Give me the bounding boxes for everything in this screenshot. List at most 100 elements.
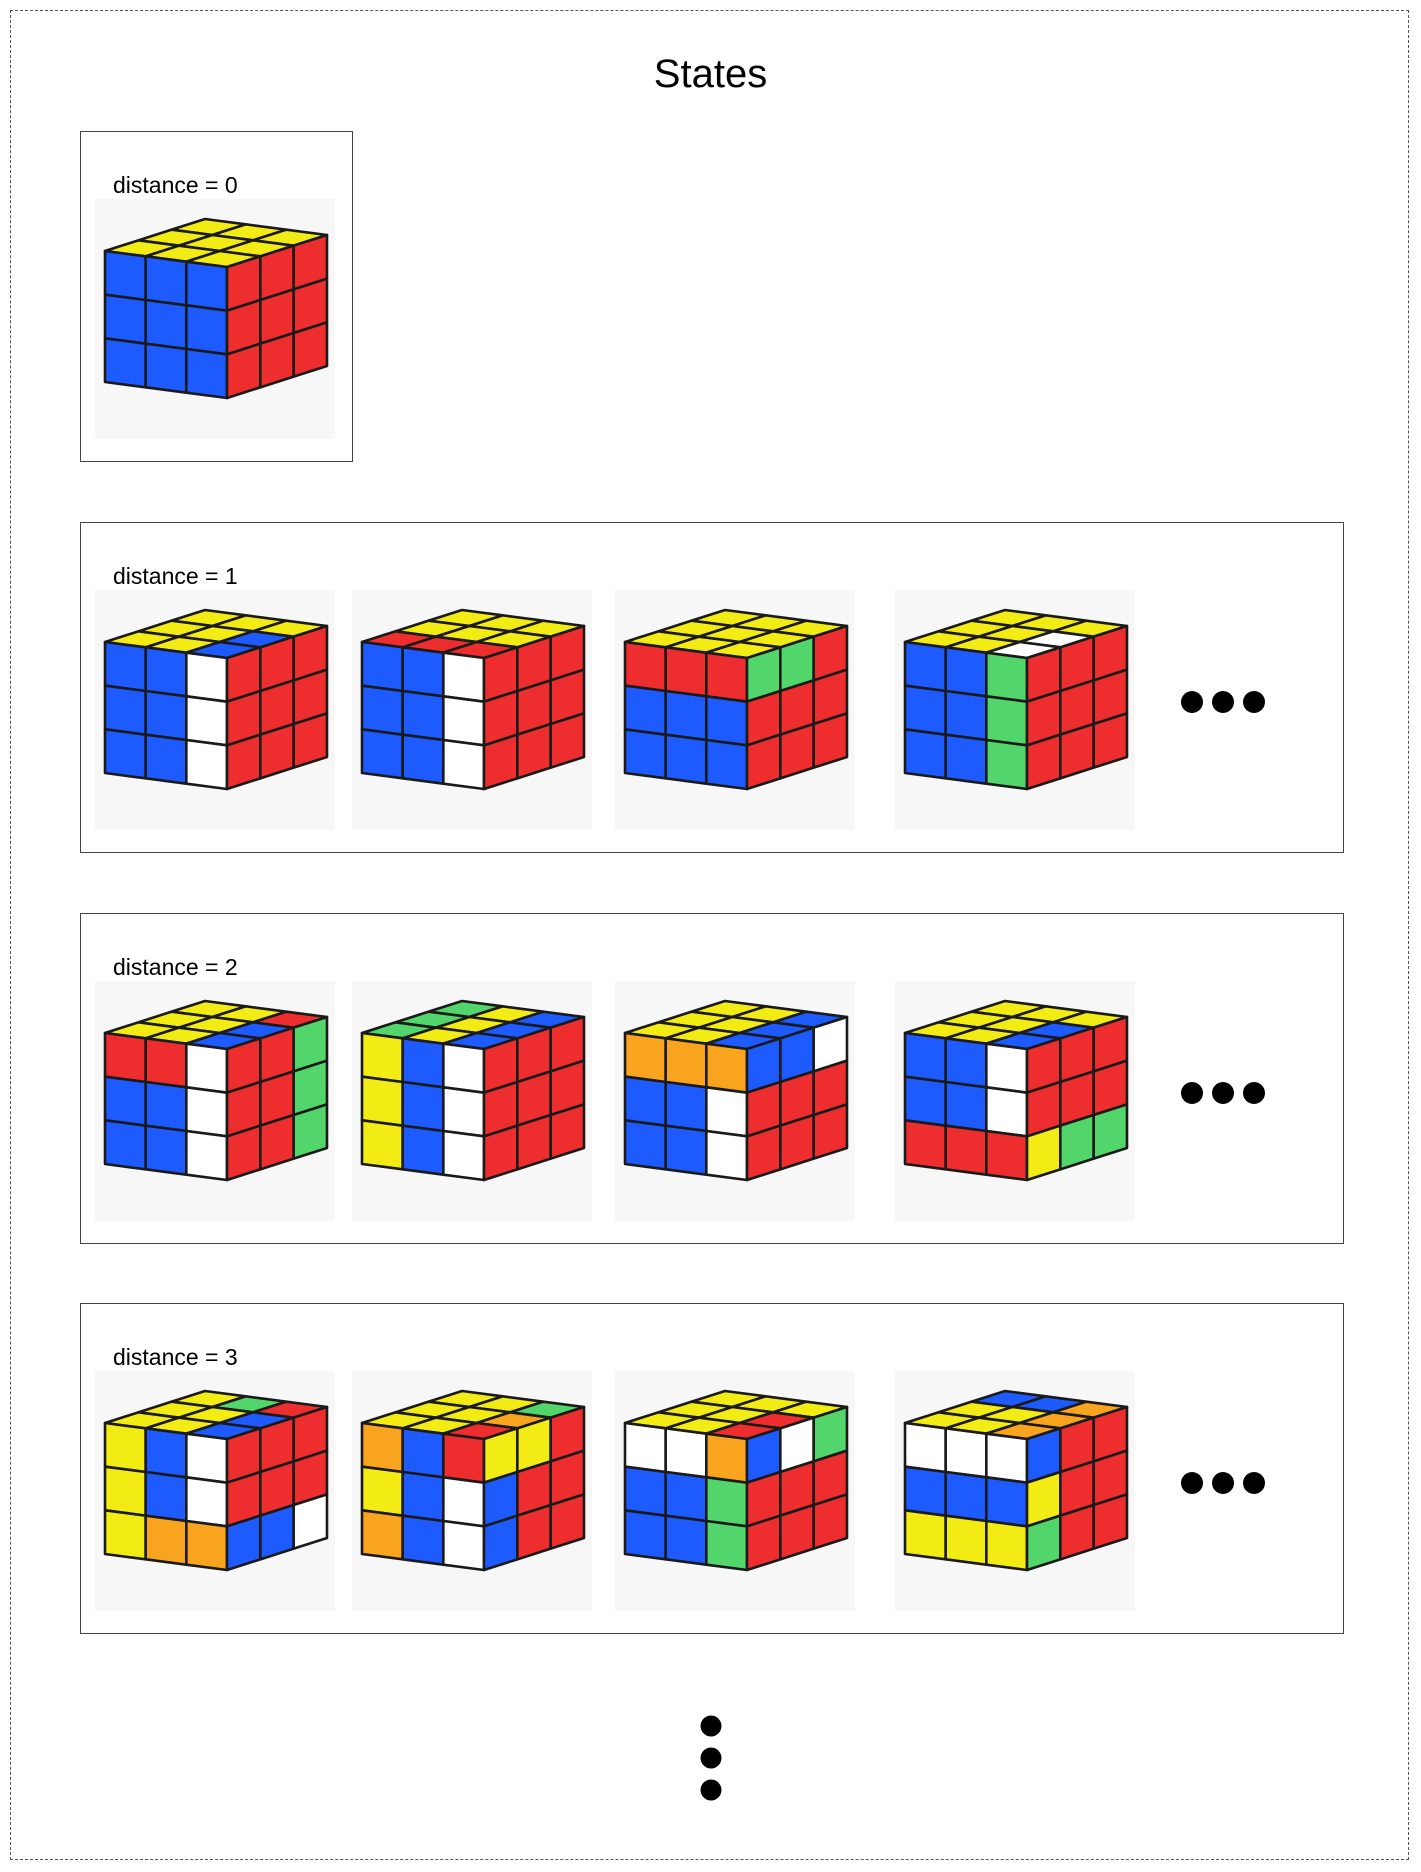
sticker <box>225 1514 262 1572</box>
sticker <box>144 1080 188 1133</box>
sticker <box>903 640 947 693</box>
sticker <box>705 1129 749 1182</box>
sticker <box>516 722 552 780</box>
cube-state <box>352 981 592 1221</box>
sticker <box>185 651 229 703</box>
sticker <box>225 733 262 791</box>
sticker <box>442 1476 486 1528</box>
cube-drawing <box>623 608 849 791</box>
sticker <box>185 1432 229 1484</box>
sticker <box>185 260 229 312</box>
cube-state <box>615 590 855 830</box>
sticker <box>623 1075 667 1127</box>
cube-drawing <box>903 999 1129 1182</box>
sticker <box>549 712 586 769</box>
sticker <box>944 1080 988 1133</box>
sticker <box>185 738 229 791</box>
sticker <box>185 1519 229 1572</box>
sticker <box>944 1037 988 1089</box>
sticker <box>985 738 1029 791</box>
sticker <box>185 304 229 356</box>
sticker <box>144 733 188 785</box>
sticker <box>903 1465 947 1517</box>
sticker <box>944 1124 988 1176</box>
cube-front-face <box>903 1421 1029 1572</box>
sticker <box>944 689 988 742</box>
sticker <box>442 651 486 703</box>
sticker <box>664 1514 708 1566</box>
cube-right-face <box>745 1405 849 1572</box>
sticker <box>516 1503 552 1561</box>
sticker <box>144 298 188 351</box>
cube-drawing <box>103 1389 329 1572</box>
sticker <box>144 1124 188 1176</box>
sticker <box>442 1432 486 1484</box>
sticker <box>144 646 188 698</box>
cube-right-face <box>482 1015 586 1182</box>
cube-state <box>895 1371 1135 1611</box>
sticker <box>144 1514 188 1566</box>
sticker <box>705 1042 749 1094</box>
cube-state <box>95 199 335 439</box>
sticker <box>185 695 229 747</box>
sticker <box>144 255 188 307</box>
sticker <box>401 1037 445 1089</box>
sticker <box>401 689 445 742</box>
sticker <box>103 1421 147 1474</box>
sticker <box>259 722 295 780</box>
sticker <box>623 1509 667 1561</box>
states-container <box>10 10 1409 1860</box>
more-states-ellipsis <box>1180 1471 1268 1500</box>
sticker <box>360 1465 404 1517</box>
sticker <box>225 1124 262 1182</box>
cube-right-face <box>482 1405 586 1572</box>
sticker <box>292 321 329 378</box>
cube-right-face <box>745 624 849 791</box>
sticker <box>1059 722 1095 780</box>
sticker <box>1025 733 1062 791</box>
sticker <box>664 646 708 698</box>
sticker <box>779 1503 815 1561</box>
ellipsis-dot <box>1212 1082 1234 1104</box>
sticker <box>903 728 947 780</box>
sticker <box>779 722 815 780</box>
cube-state <box>352 590 592 830</box>
sticker <box>903 1075 947 1127</box>
sticker <box>103 1119 147 1171</box>
sticker <box>664 1080 708 1133</box>
sticker <box>812 1493 849 1550</box>
cube-front-face <box>623 1421 749 1572</box>
sticker <box>745 733 782 791</box>
sticker <box>442 738 486 791</box>
distance-label: distance = 0 <box>113 172 238 198</box>
ellipsis-dot <box>1243 1082 1265 1104</box>
sticker <box>144 1427 188 1479</box>
cube-state <box>895 981 1135 1221</box>
distance-label: distance = 3 <box>113 1344 238 1370</box>
sticker <box>1025 1124 1062 1182</box>
sticker <box>903 1509 947 1561</box>
sticker <box>549 1493 586 1550</box>
sticker <box>1059 1503 1095 1561</box>
sticker <box>664 1470 708 1523</box>
sticker <box>185 1129 229 1182</box>
sticker <box>903 684 947 736</box>
sticker <box>292 1493 329 1550</box>
cube-right-face <box>225 1405 329 1572</box>
sticker <box>360 1421 404 1474</box>
sticker <box>360 640 404 693</box>
sticker <box>944 1514 988 1566</box>
sticker <box>985 1086 1029 1138</box>
cube-top-face <box>623 608 849 660</box>
sticker <box>1092 712 1129 769</box>
sticker <box>705 1519 749 1572</box>
cube-right-face <box>1025 1405 1129 1572</box>
cube-drawing <box>903 608 1129 791</box>
sticker <box>516 1113 552 1171</box>
cube-front-face <box>360 1421 486 1572</box>
sticker <box>664 689 708 742</box>
sticker <box>623 1421 667 1474</box>
sticker <box>259 331 295 389</box>
sticker <box>401 1514 445 1566</box>
distance-label: distance = 2 <box>113 954 238 980</box>
